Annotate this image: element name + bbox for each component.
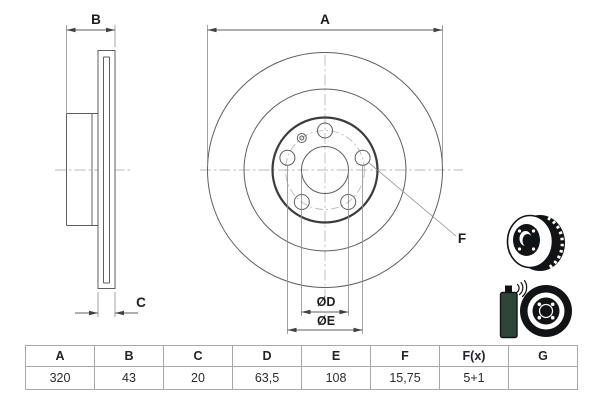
col-header-a: A [25, 345, 95, 367]
col-header-e: E [301, 345, 371, 367]
value-b: 43 [94, 366, 164, 390]
friction-ring-outline [97, 50, 116, 289]
dim-label-c: C [136, 295, 146, 310]
dimension-arrow [433, 27, 443, 33]
disc-outer-edge [207, 52, 443, 288]
locating-hole [296, 133, 307, 143]
dimension-arrow [287, 327, 297, 333]
dim-label-f: F [458, 231, 466, 246]
bolt-hole-dot [550, 302, 555, 307]
dimension-arrow [89, 310, 98, 316]
front-view: A ØD ØE F [200, 12, 466, 334]
col-header-g: G [508, 345, 578, 367]
bolt-circle [285, 130, 365, 210]
dimension-arrow [207, 27, 217, 33]
spray-can-body [499, 291, 518, 339]
locating-hole-inner [299, 135, 305, 141]
bolt-hole [354, 149, 371, 166]
dim-label-b: B [91, 12, 101, 27]
dim-label-d: ØD [317, 295, 336, 309]
bore [522, 234, 533, 247]
table-header-row: A B C D E F F(x) G [25, 345, 578, 367]
bolt-hole-dot [531, 229, 536, 233]
value-fx: 5+1 [439, 366, 509, 390]
bolt-hole-dot [537, 302, 542, 307]
hub-hat-outline [66, 113, 98, 226]
bolt-hole [279, 149, 296, 166]
value-g [508, 366, 578, 390]
dimension-arrow [66, 27, 76, 33]
col-header-d: D [232, 345, 302, 367]
side-view: B C [55, 12, 146, 317]
value-d: 63,5 [232, 366, 302, 390]
bolt-hole-dot [517, 247, 522, 251]
value-a: 320 [25, 366, 95, 390]
bolt-hole-dot [517, 229, 522, 233]
col-header-f: F [370, 345, 440, 367]
table-value-row: 320 43 20 63,5 108 15,75 5+1 [25, 366, 578, 390]
coated-disc-spray-icon [496, 276, 572, 340]
bolt-hole-dot [550, 315, 555, 320]
vent-slots [547, 216, 564, 270]
spray-mist [515, 279, 528, 298]
col-header-fx: F(x) [439, 345, 509, 367]
value-f: 15,75 [370, 366, 440, 390]
vent-channel [103, 56, 110, 284]
f-leader-line [368, 162, 457, 237]
dimension-arrow [353, 327, 363, 333]
dimension-arrow [301, 309, 311, 315]
disc-bore [538, 303, 554, 319]
dimension-arrow [115, 310, 124, 316]
col-header-b: B [94, 345, 164, 367]
col-header-c: C [163, 345, 233, 367]
center-bore [301, 146, 349, 194]
bolt-hole-dot [537, 315, 542, 320]
bolt-hole [317, 122, 333, 139]
bolt-hole-dot [531, 247, 536, 251]
dim-label-a: A [320, 12, 330, 27]
value-e: 108 [301, 366, 371, 390]
dim-label-e: ØE [317, 314, 335, 328]
dimension-table: A B C D E F F(x) G 320 43 20 63,5 108 15… [25, 345, 578, 390]
friction-surface-inner-edge [243, 88, 407, 252]
value-c: 20 [163, 366, 233, 390]
dimension-arrow [339, 309, 349, 315]
spray-can-nozzle [505, 285, 512, 294]
dimension-arrow [106, 27, 115, 33]
vented-disc-icon [506, 214, 565, 271]
